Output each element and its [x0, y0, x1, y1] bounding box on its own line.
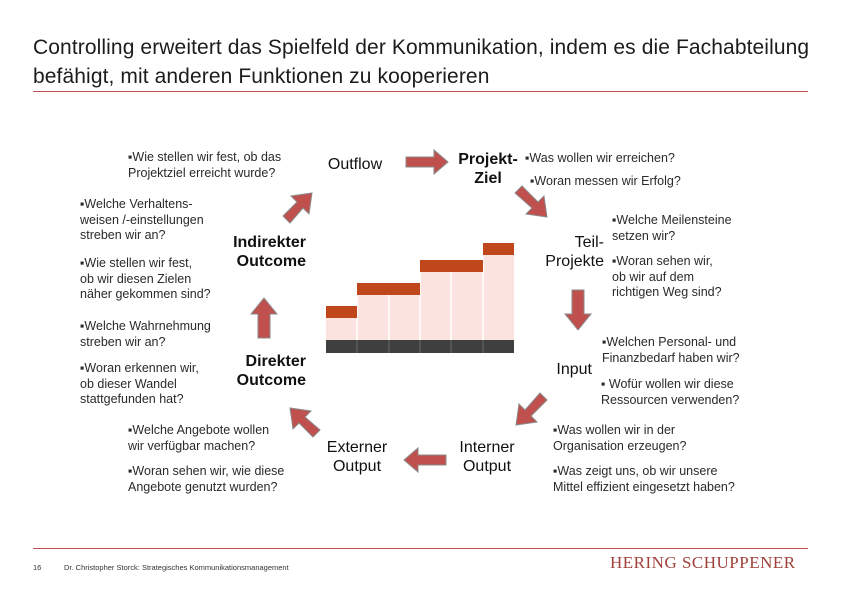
node-outflow: Outflow — [327, 156, 383, 173]
interner-question-2: ▪Was zeigt uns, ob wir unsere Mittel eff… — [553, 464, 735, 494]
node-input: Input — [556, 361, 592, 378]
brand-logo: HERING SCHUPPENER — [610, 553, 796, 572]
node-externer-output: Externer Output — [326, 439, 388, 475]
projektziel-question-1: ▪Was wollen wir erreichen? — [525, 151, 675, 165]
step-bar-1 — [326, 306, 357, 318]
node-projektziel: Projekt- Ziel — [458, 151, 518, 187]
staircase-graphic — [326, 243, 514, 353]
arrow-interner-to-externer — [403, 446, 447, 474]
teilprojekte-question-1: ▪Welche Meilensteine setzen wir? — [612, 213, 732, 243]
step-bar-4 — [483, 243, 514, 255]
step-area-3 — [420, 272, 514, 295]
step-bar-3 — [420, 260, 483, 272]
outflow-question: ▪Wie stellen wir fest, ob das Projektzie… — [128, 150, 282, 180]
externer-question-1: ▪Welche Angebote wollen wir verfügbar ma… — [128, 423, 270, 453]
projektziel-question-2: ▪Woran messen wir Erfolg? — [530, 174, 681, 188]
arrow-ziel-to-teil — [514, 185, 548, 218]
arrow-teil-to-input — [563, 289, 593, 331]
direkter-question-1: ▪Welche Wahrnehmung streben wir an? — [80, 319, 211, 349]
externer-question-2: ▪Woran sehen wir, wie diese Angebote gen… — [128, 464, 285, 494]
arrow-input-to-interner — [515, 392, 548, 426]
page-title: Controlling erweitert das Spielfeld der … — [33, 36, 810, 88]
step-area-2 — [357, 295, 514, 318]
indirekter-question-2: ▪Wie stellen wir fest, ob wir diesen Zie… — [80, 256, 211, 301]
teilprojekte-question-2: ▪Woran sehen wir, ob wir auf dem richtig… — [612, 254, 722, 299]
arrow-externer-to-direkter — [289, 407, 321, 438]
indirekter-question-1: ▪Welche Verhaltens- weisen /-einstellung… — [80, 197, 204, 242]
node-indirekter-outcome: Indirekter Outcome — [233, 234, 306, 270]
node-interner-output: Interner Output — [459, 439, 515, 475]
arrow-direkter-to-indirekter — [249, 297, 279, 339]
direkter-question-2: ▪Woran erkennen wir, ob dieser Wandel st… — [80, 361, 199, 406]
input-question-2: ▪ Wofür wollen wir diese Ressourcen verw… — [601, 377, 740, 407]
footer-author: Dr. Christopher Storck: Strategisches Ko… — [64, 563, 289, 572]
arrow-outflow-to-ziel — [405, 148, 449, 176]
step-area-4 — [483, 255, 514, 272]
page-number: 16 — [33, 563, 42, 572]
node-teilprojekte: Teil- Projekte — [545, 234, 604, 270]
step-bar-2 — [357, 283, 420, 295]
input-question-1: ▪Welchen Personal- und Finanzbedarf habe… — [602, 335, 740, 365]
arrow-indirekter-to-outflow — [282, 192, 313, 224]
footer-divider — [33, 548, 808, 549]
interner-question-1: ▪Was wollen wir in der Organisation erze… — [553, 423, 687, 453]
node-direkter-outcome: Direkter Outcome — [236, 353, 306, 389]
title-divider — [33, 91, 808, 92]
